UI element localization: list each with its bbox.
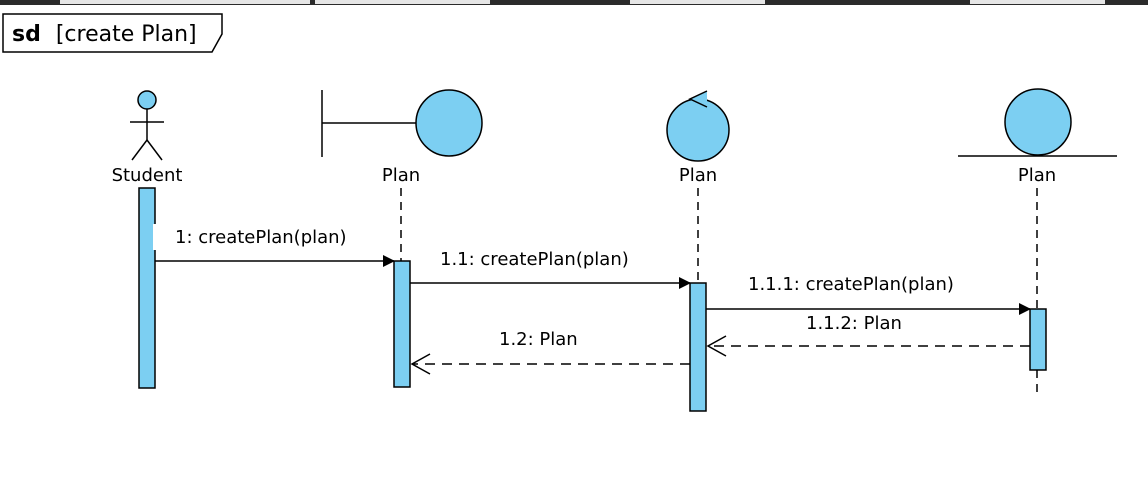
message-1-2[interactable]: 1.2: Plan bbox=[410, 329, 690, 375]
svg-text:sd [create Plan]: sd [create Plan] bbox=[12, 22, 197, 47]
lifeline-label: Plan bbox=[679, 165, 717, 186]
lifeline-label: Student bbox=[112, 165, 183, 186]
lifeline-label: Plan bbox=[1018, 165, 1056, 186]
message-1[interactable]: 1: createPlan(plan) bbox=[153, 224, 395, 267]
lifeline-label: Plan bbox=[382, 165, 420, 186]
message-label: 1.1.1: createPlan(plan) bbox=[748, 274, 954, 295]
reply-arrowhead bbox=[706, 335, 727, 357]
activation-bar bbox=[393, 260, 411, 388]
boundary-icon bbox=[321, 89, 483, 157]
entity-icon bbox=[958, 88, 1117, 157]
lifeline-entity[interactable]: Plan bbox=[958, 88, 1117, 392]
message-label-bg bbox=[785, 310, 940, 336]
activation-bar bbox=[689, 282, 707, 412]
frame-keyword: sd bbox=[12, 22, 41, 47]
activation-bar bbox=[138, 187, 156, 389]
actor-icon bbox=[130, 90, 164, 161]
frame-name: [create Plan] bbox=[56, 22, 197, 47]
control-icon bbox=[666, 90, 730, 162]
frame-label: sd [create Plan] bbox=[2, 13, 223, 53]
activation-bar bbox=[1029, 308, 1047, 371]
lifeline-control[interactable]: Plan bbox=[666, 90, 730, 412]
message-1-1-1[interactable]: 1.1.1: createPlan(plan) bbox=[706, 274, 1031, 315]
lifeline-boundary[interactable]: Plan bbox=[321, 89, 483, 388]
message-1-1[interactable]: 1.1: createPlan(plan) bbox=[410, 249, 691, 289]
message-label: 1.2: Plan bbox=[499, 329, 578, 350]
message-label-bg bbox=[153, 224, 378, 250]
message-1-1-2[interactable]: 1.1.2: Plan bbox=[706, 310, 1030, 357]
lifeline-student[interactable]: Student bbox=[112, 90, 183, 389]
message-label: 1.1.2: Plan bbox=[806, 313, 902, 334]
message-label: 1: createPlan(plan) bbox=[175, 227, 347, 248]
top-window-strip bbox=[0, 0, 1148, 5]
reply-arrowhead bbox=[410, 353, 431, 375]
message-label: 1.1: createPlan(plan) bbox=[440, 249, 629, 270]
